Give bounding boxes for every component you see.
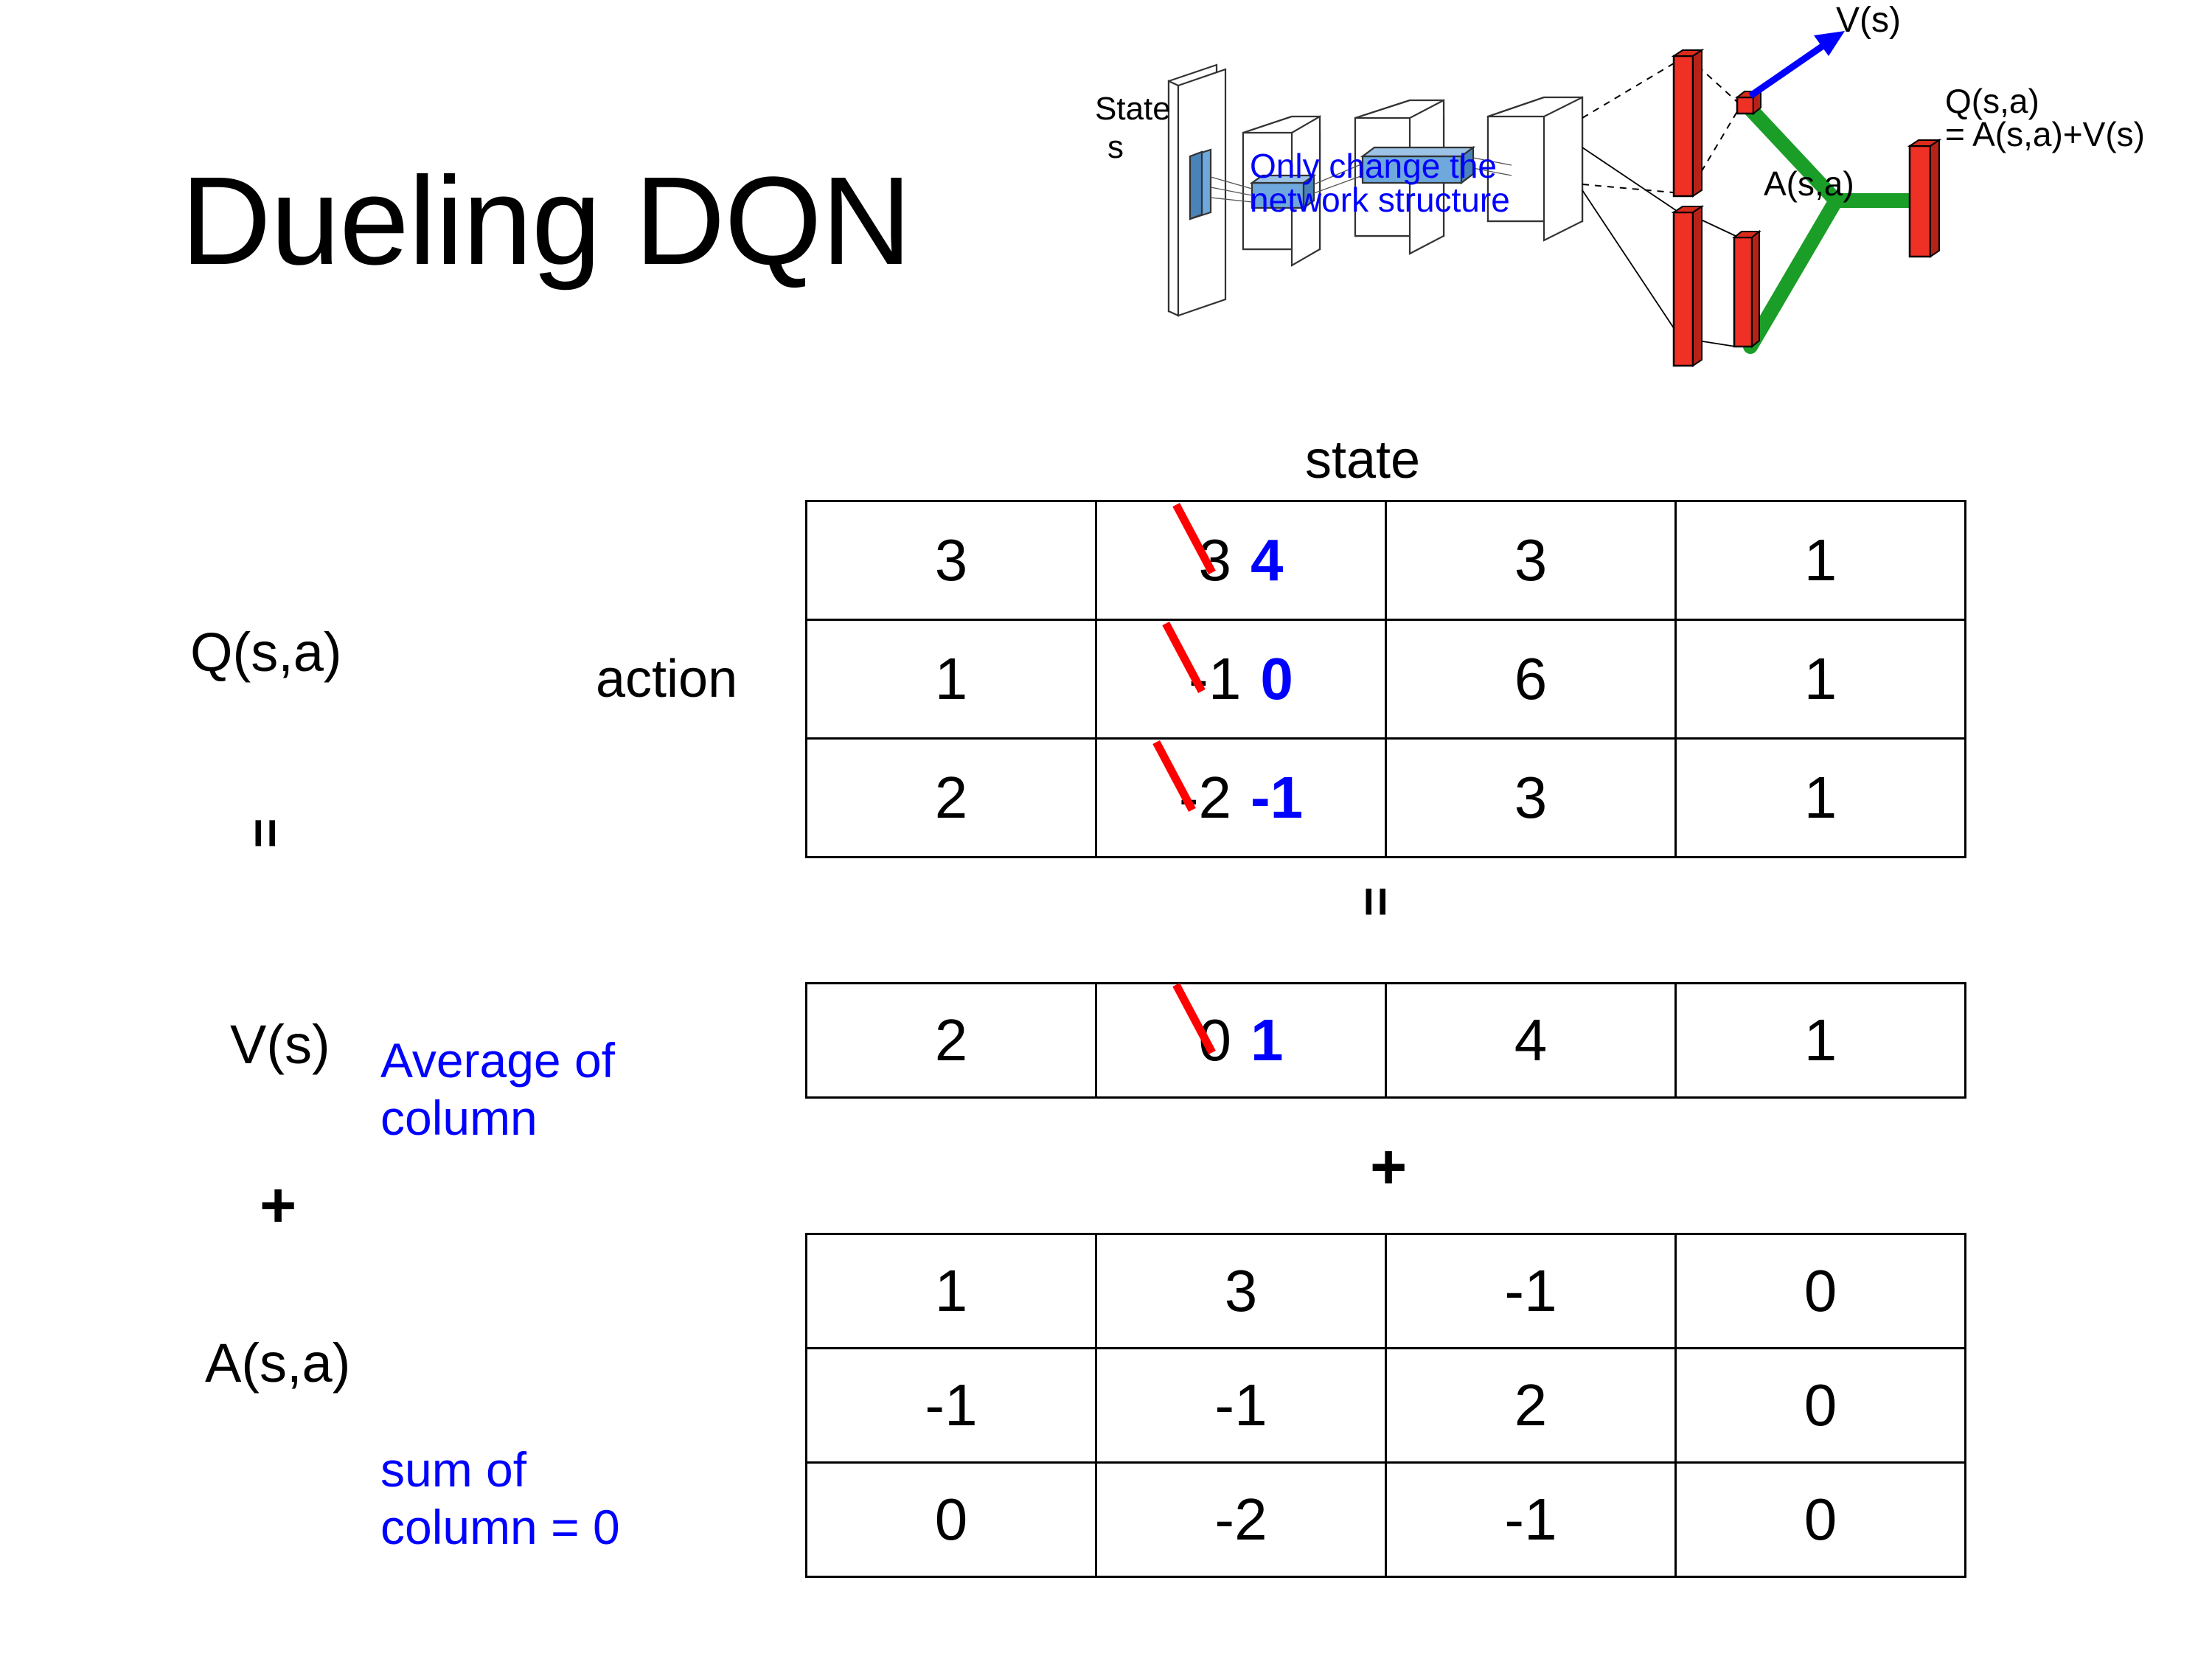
struck-old-value: -2 (1178, 765, 1231, 830)
annotation-average-of-column: Average of column (380, 1033, 616, 1145)
table-cell: 1 (1674, 982, 1966, 1099)
state-axis-label: state (1305, 431, 1421, 490)
table-cell: 1 (805, 1233, 1097, 1349)
table-cell: 1 (1674, 737, 1966, 858)
table-cell: -1 (1385, 1461, 1677, 1578)
figure-state-label-line2: s (1107, 129, 1124, 165)
figure-a-output-label: A(s,a) (1764, 164, 1854, 203)
table-cell: 1 (1674, 500, 1966, 621)
equals-operator-middle: = (1347, 886, 1405, 917)
table-cell: 1 (1674, 619, 1966, 740)
table-cell: -1 0 (1095, 619, 1387, 740)
figure-note-line2: network structure (1250, 181, 1510, 219)
equals-operator-left: = (237, 818, 295, 849)
table-cell: -2 (1095, 1461, 1387, 1578)
plus-operator-middle: + (1370, 1132, 1408, 1203)
action-axis-label: action (596, 650, 738, 709)
figure-note-line1: Only change the (1250, 147, 1498, 185)
a-function-label: A(s,a) (205, 1332, 351, 1394)
replacement-value: 0 (1260, 646, 1293, 712)
table-cell: 2 (805, 737, 1097, 858)
replacement-value: 4 (1251, 527, 1284, 593)
table-cell: 0 (1674, 1461, 1966, 1578)
table-cell: 1 (805, 619, 1097, 740)
table-cell: 3 (805, 500, 1097, 621)
table-cell: 6 (1385, 619, 1677, 740)
figure-q-output-line1: Q(s,a) (1945, 82, 2039, 120)
table-cell: 2 (1385, 1347, 1677, 1464)
page-title: Dueling DQN (181, 151, 911, 291)
table-cell: 0 (1674, 1347, 1966, 1464)
plus-operator-left: + (260, 1170, 297, 1241)
table-cell: 3 (1095, 1233, 1387, 1349)
replacement-value: 1 (1251, 1007, 1284, 1073)
dueling-network-diagram: State s Only change the network structur… (1095, 0, 2212, 413)
figure-v-output-label: V(s) (1836, 1, 1901, 40)
replacement-value: -1 (1251, 765, 1304, 830)
table-cell: -2 -1 (1095, 737, 1387, 858)
struck-old-value: -1 (1189, 646, 1242, 712)
table-cell: 3 (1385, 500, 1677, 621)
table-cell: 4 (1385, 982, 1677, 1099)
struck-old-value: 3 (1198, 527, 1232, 593)
struck-old-value: 0 (1198, 1007, 1232, 1073)
annotation-sum-of-column: sum of column = 0 (380, 1442, 620, 1554)
table-cell: -1 (1385, 1233, 1677, 1349)
table-cell: 3 (1385, 737, 1677, 858)
figure-q-output-line2: = A(s,a)+V(s) (1945, 115, 2145, 153)
v-function-label: V(s) (230, 1014, 330, 1075)
table-cell: -1 (805, 1347, 1097, 1464)
table-cell: 2 (805, 982, 1097, 1099)
q-function-label: Q(s,a) (190, 622, 342, 683)
table-cell: 0 (805, 1461, 1097, 1578)
figure-state-label-line1: State (1095, 91, 1171, 127)
table-cell: 0 (1674, 1233, 1966, 1349)
table-cell: -1 (1095, 1347, 1387, 1464)
